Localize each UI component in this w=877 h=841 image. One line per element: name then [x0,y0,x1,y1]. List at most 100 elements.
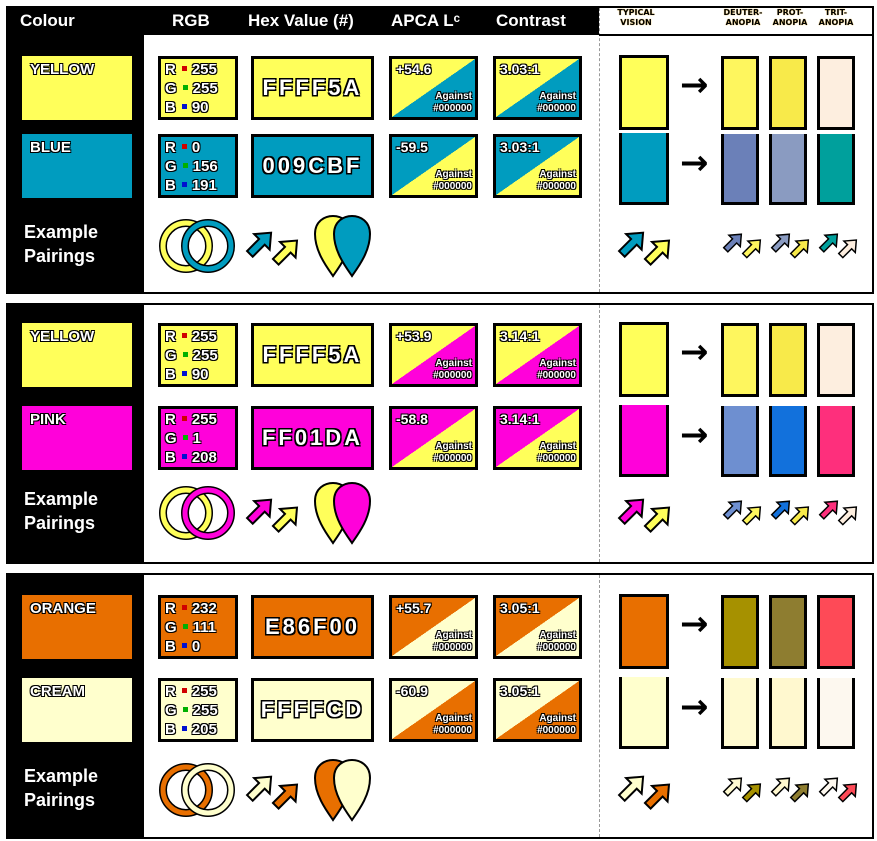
header-band [8,8,599,35]
rgb-r-label: R [165,61,176,78]
trit-bar-0 [817,323,855,397]
channel-marker [181,182,187,188]
colour-swatch: YELLOW [22,56,132,120]
against-text: Against [435,91,472,102]
against-label: Against#000000 [506,358,576,382]
arrows-icon [242,483,302,547]
against-text: Against [539,713,576,724]
typical-bar-1 [619,405,669,477]
rgb-g-label: G [165,619,177,636]
against-text: Against [539,630,576,641]
trit-bar-0 [817,595,855,669]
rgb-g-value: 255 [192,702,218,719]
rgb-r-label: R [165,411,176,428]
against-label: Against#000000 [402,441,472,465]
apca-value: +53.9 [396,328,432,344]
typical-bar-0 [619,322,669,397]
against-label: Against#000000 [506,91,576,115]
against-hex: #000000 [537,370,576,381]
rgb-b-label: B [165,177,176,194]
contrast-value: 3.03:1 [500,61,540,77]
rgb-b-label: B [165,721,176,738]
against-text: Against [435,441,472,452]
channel-marker [182,624,188,630]
colour-swatch: YELLOW [22,323,132,387]
against-text: Against [539,358,576,369]
against-label: Against#000000 [402,358,472,382]
against-label: Against#000000 [506,441,576,465]
rings-icon [158,216,238,280]
rgb-b-row: B 191 [165,176,231,195]
arrow-icon: → [680,687,709,727]
against-label: Against#000000 [506,630,576,654]
contrast-value: 3.05:1 [500,600,540,616]
typical-bar-1 [619,677,669,749]
trit-line1: TRIT- [824,8,848,17]
divider [599,8,600,292]
rgb-b-value: 208 [191,449,217,466]
contrast-value: 3.14:1 [500,328,540,344]
against-text: Against [435,630,472,641]
rgb-r-value: 0 [191,139,201,156]
drops-icon [312,758,372,828]
prot-arrows-icon [768,489,812,537]
prot-bar-0 [769,323,807,397]
rgb-b-value: 191 [191,177,217,194]
channel-marker [181,688,187,694]
arrow-icon: → [680,604,709,644]
rgb-r-value: 255 [191,328,217,345]
hex-value: FFFF5A [251,56,374,120]
channel-marker [182,163,188,169]
rgb-g-label: G [165,702,177,719]
prot-bar-1 [769,134,807,205]
prot-bar-0 [769,56,807,130]
against-text: Against [539,169,576,180]
trit-bar-1 [817,406,855,477]
apca-value: -59.5 [396,139,428,155]
drops-icon [312,481,372,551]
header-colour: Colour [20,11,75,30]
rgb-r-label: R [165,683,176,700]
typical-line1: TYPICAL [617,8,655,17]
hex-value: 009CBF [251,134,374,198]
arrow-icon: → [680,332,709,372]
pairings-line2: Pairings [24,246,96,266]
deut-arrows-icon [720,766,764,814]
against-hex: #000000 [433,453,472,464]
hex-value: E86F00 [251,595,374,659]
against-text: Against [435,713,472,724]
against-text: Against [539,91,576,102]
rgb-g-label: G [165,158,177,175]
typical-bar-1 [619,133,669,205]
trit-arrows-icon [816,222,860,270]
prot-bar-0 [769,595,807,669]
deut-line1: DEUTER- [723,8,763,17]
arrows-icon [242,216,302,280]
prot-arrows-icon [768,766,812,814]
rgb-b-label: B [165,449,176,466]
prot-line1: PROT- [776,8,804,17]
against-label: Against#000000 [506,169,576,193]
trit-line2: ANOPIA [818,18,854,27]
rings-icon [158,760,238,824]
arrow-icon: → [680,415,709,455]
